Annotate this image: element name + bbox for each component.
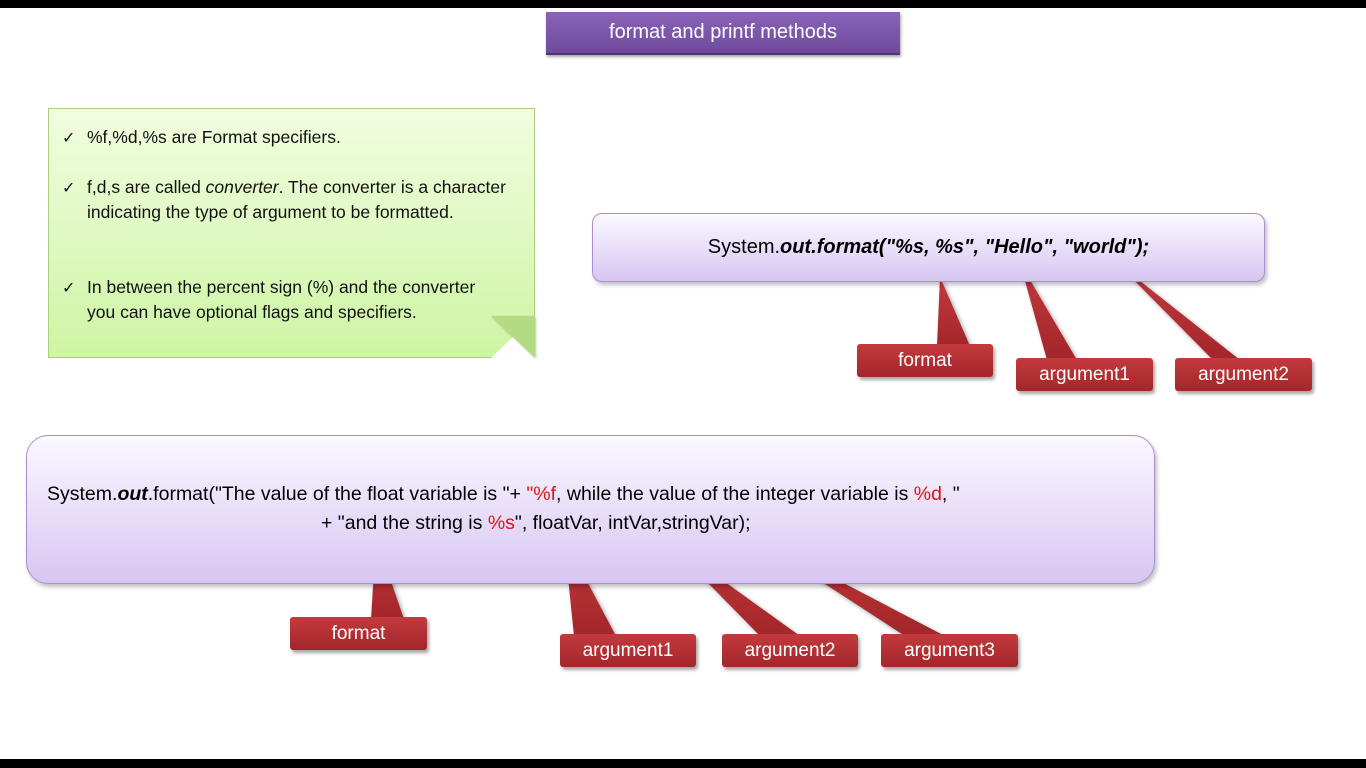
code-text-bold: out.format("%s, %s", "Hello", "world"); xyxy=(780,236,1150,258)
pointer-ex1-format xyxy=(937,277,970,346)
note-bullet-text: In between the percent sign (%) and the … xyxy=(87,277,476,322)
callout-ex2-argument1: argument1 xyxy=(560,634,696,667)
pointer-ex1-argument2 xyxy=(1116,262,1240,360)
check-icon: ✓ xyxy=(62,178,76,197)
callout-ex2-argument2: argument2 xyxy=(722,634,858,667)
check-icon: ✓ xyxy=(62,128,76,147)
format-example-1: System.out.format("%s, %s", "Hello", "wo… xyxy=(592,213,1265,282)
top-letterbox xyxy=(0,0,1366,8)
code-text: System. xyxy=(707,236,781,258)
format-example-2: System.out.format("The value of the floa… xyxy=(26,435,1155,584)
callout-ex1-format: format xyxy=(857,344,993,377)
check-icon: ✓ xyxy=(62,278,76,297)
code-line-1: System.out.format("The value of the floa… xyxy=(47,483,960,505)
bottom-letterbox xyxy=(0,759,1366,768)
pointer-ex1-argument1 xyxy=(1020,263,1077,360)
sticky-note xyxy=(48,108,535,358)
callout-ex1-argument2: argument2 xyxy=(1175,358,1312,391)
callout-ex2-format: format xyxy=(290,617,427,650)
callout-ex2-argument3: argument3 xyxy=(881,634,1018,667)
note-bullet-text: %f,%d,%s are Format specifiers. xyxy=(87,127,341,147)
note-fold-corner xyxy=(491,316,535,358)
callout-ex1-argument1: argument1 xyxy=(1016,358,1153,391)
note-bullet-text: f,d,s are called converter. The converte… xyxy=(87,177,506,222)
slide-title: format and printf methods xyxy=(546,12,900,55)
code-line-2: + "and the string is %s", floatVar, intV… xyxy=(321,512,751,534)
